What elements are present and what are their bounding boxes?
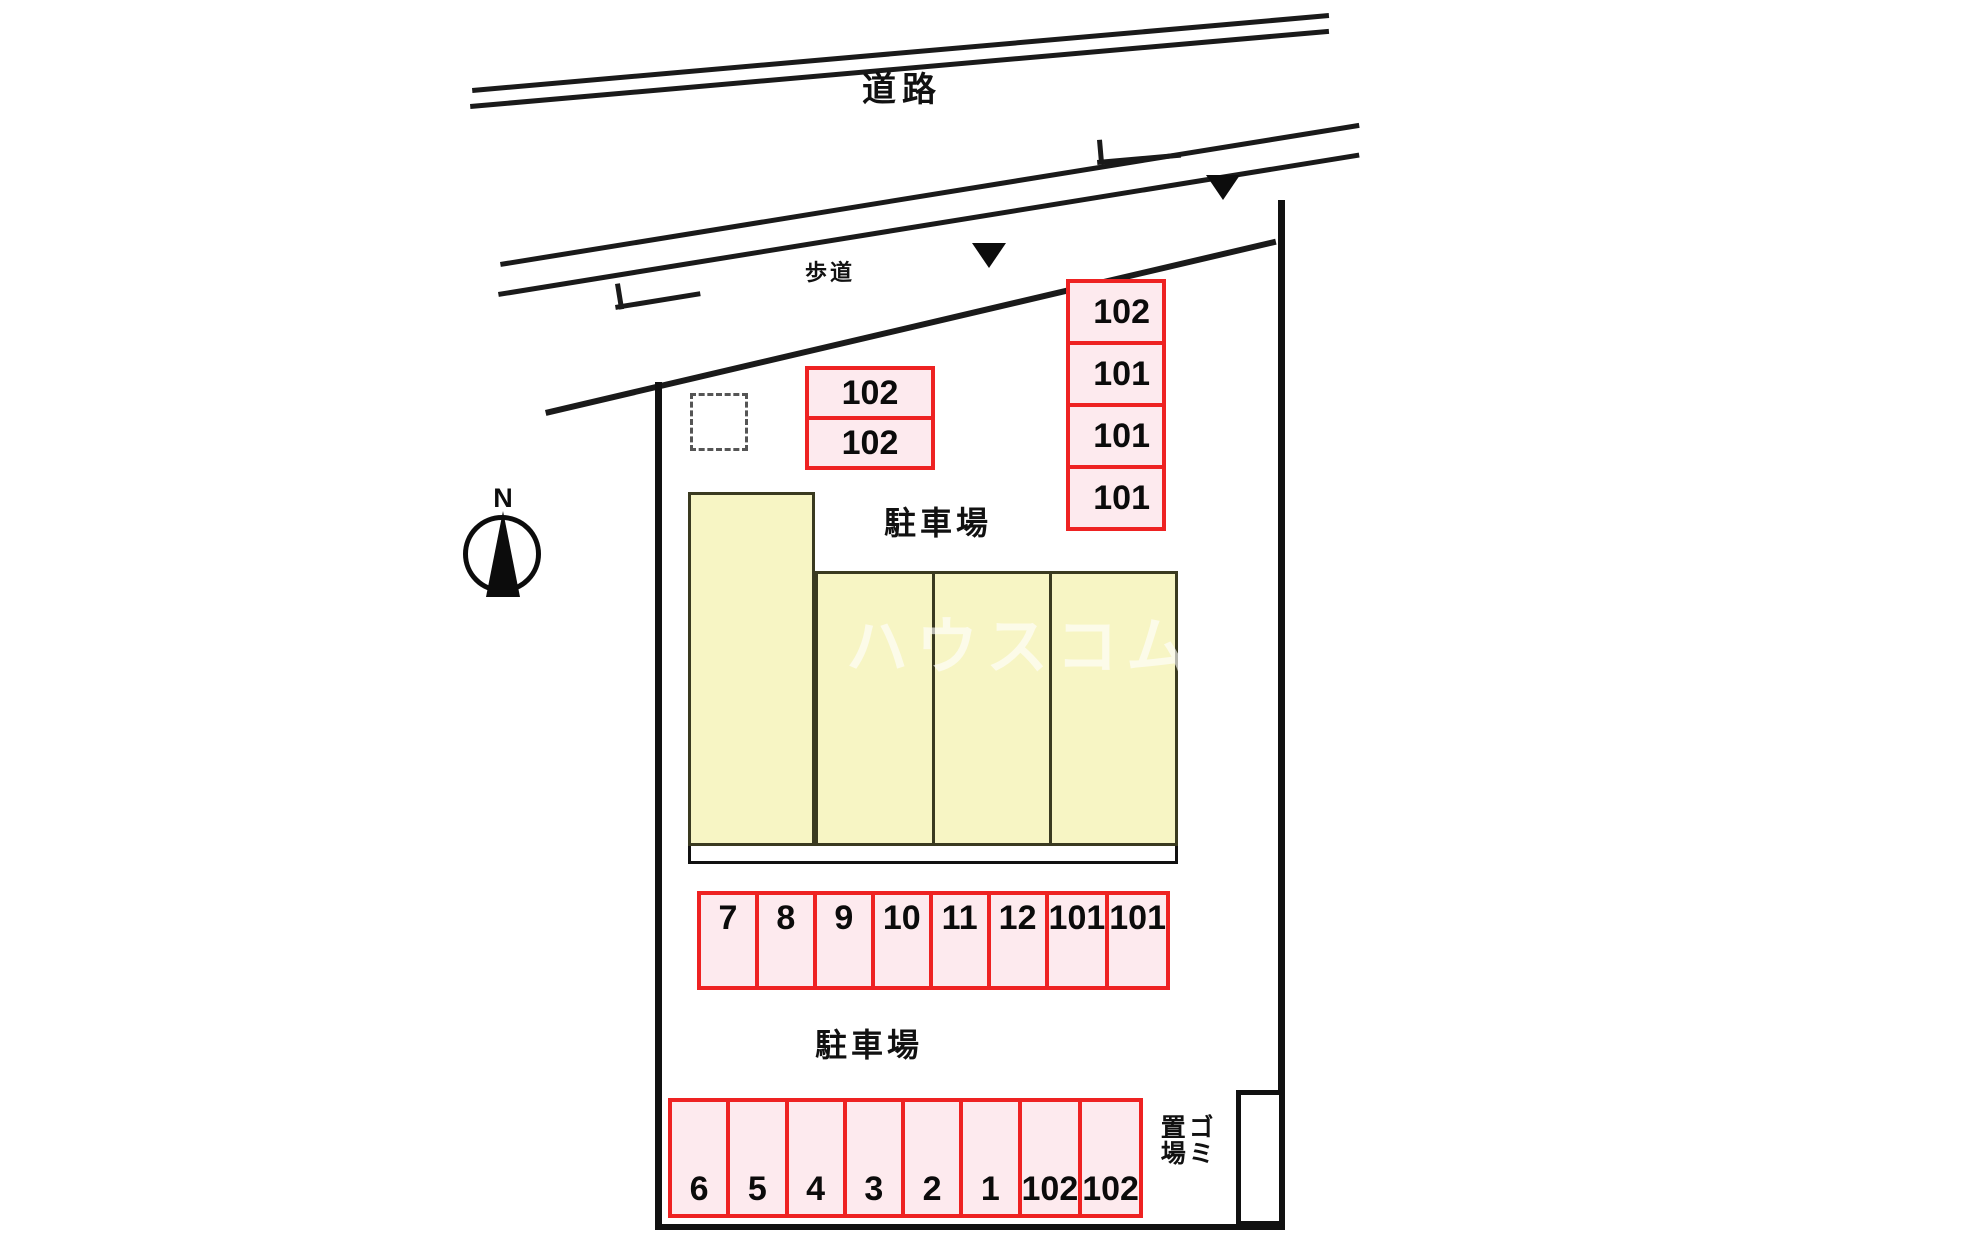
parking-stall-label: 102 [1021, 1170, 1079, 1208]
parking-stall[interactable]: 102 [1017, 1102, 1079, 1214]
parking-stall[interactable]: 101 [1070, 465, 1162, 527]
sidewalk-label: 歩道 [805, 261, 856, 286]
garbage-area-label-line2: 置場 [1157, 1114, 1187, 1166]
parking-stall-label: 9 [834, 899, 854, 937]
parking-stall[interactable]: 5 [726, 1102, 784, 1214]
parking-stall[interactable]: 101 [1070, 341, 1162, 403]
parking-stall-label: 6 [689, 1170, 709, 1208]
parking-stall[interactable]: 3 [842, 1102, 901, 1214]
garbage-area-label-line1: ゴミ [1185, 1114, 1215, 1166]
parking-stall[interactable]: 4 [784, 1102, 843, 1214]
parking-stall[interactable]: 8 [754, 895, 813, 986]
parking-stall[interactable]: 102 [809, 416, 931, 466]
parking-stall[interactable]: 102 [809, 370, 931, 416]
parking-stall-label: 5 [747, 1170, 767, 1208]
parking-label-top: 駐車場 [884, 504, 993, 542]
parking-stall-label: 1 [980, 1170, 1000, 1208]
parking-stall-label: 102 [841, 374, 899, 412]
parking-stall[interactable]: 101 [1044, 895, 1106, 986]
parking-group-top-left: 102 102 [805, 366, 935, 470]
parking-group-bottom-row: 6 5 4 3 2 1 102 102 [668, 1098, 1143, 1218]
north-arrow: N [460, 485, 546, 603]
building-section-2 [932, 571, 1052, 846]
parking-group-top-right: 102 101 101 101 [1066, 279, 1166, 531]
road-label: 道路 [862, 70, 942, 110]
parking-stall[interactable]: 102 [1078, 1102, 1139, 1214]
parking-stall-label: 4 [806, 1170, 826, 1208]
site-boundary-left [655, 382, 662, 1230]
entrance-marker-left [972, 243, 1006, 268]
parking-stall[interactable]: 6 [672, 1102, 726, 1214]
parking-stall[interactable]: 10 [870, 895, 929, 986]
parking-stall-label: 8 [776, 899, 796, 937]
entrance-marker-right [1206, 175, 1240, 200]
compass-needle-icon [486, 511, 520, 597]
parking-stall-label: 12 [998, 899, 1037, 937]
parking-stall-label: 7 [718, 899, 738, 937]
parking-stall-label: 102 [841, 424, 899, 462]
parking-stall-label: 101 [1048, 899, 1106, 937]
parking-stall-label: 11 [941, 899, 978, 937]
site-boundary-right [1278, 200, 1285, 1230]
parking-stall[interactable]: 7 [701, 895, 755, 986]
parking-stall-label: 101 [1109, 899, 1166, 937]
garbage-area-box [1236, 1090, 1284, 1226]
building-section-3 [1049, 571, 1178, 846]
parking-stall-label: 3 [864, 1170, 884, 1208]
building-section-1 [815, 571, 935, 846]
parking-stall-label: 102 [1082, 1170, 1139, 1208]
site-boundary-bottom [655, 1224, 1285, 1230]
parking-group-middle-row: 7 8 9 10 11 12 101 101 [697, 891, 1170, 990]
parking-stall[interactable]: 12 [986, 895, 1045, 986]
parking-stall[interactable]: 2 [901, 1102, 959, 1214]
parking-stall[interactable]: 11 [928, 895, 987, 986]
parking-stall[interactable]: 102 [1070, 283, 1162, 341]
parking-stall[interactable]: 1 [959, 1102, 1017, 1214]
parking-stall-label: 10 [882, 899, 921, 937]
parking-stall-label: 101 [1093, 417, 1150, 455]
building-wing-left [688, 492, 815, 846]
sidewalk-tick-2 [615, 291, 701, 310]
parking-stall-label: 101 [1093, 479, 1150, 517]
dashed-structure-footprint [690, 393, 748, 451]
parking-stall[interactable]: 9 [812, 895, 871, 986]
parking-label-bottom: 駐車場 [815, 1026, 924, 1064]
parking-stall[interactable]: 101 [1105, 895, 1166, 986]
north-letter: N [493, 483, 513, 513]
parking-stall-label: 2 [922, 1170, 942, 1208]
parking-stall-label: 101 [1093, 355, 1150, 393]
parking-stall-label: 102 [1093, 293, 1150, 331]
parking-stall[interactable]: 101 [1070, 403, 1162, 465]
